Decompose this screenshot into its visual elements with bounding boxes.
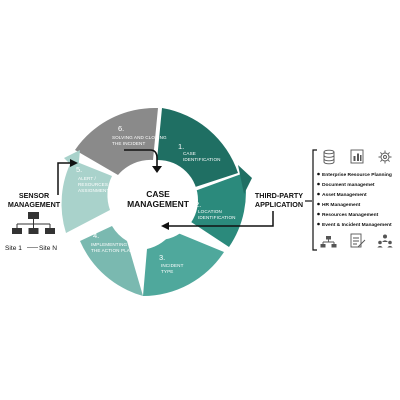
segment-6-label-line1: SOLVING AND CLOSING (112, 135, 167, 140)
sensor-title-line2: MANAGEMENT (8, 200, 61, 209)
center-arrow-head (152, 166, 162, 173)
segment-2-label-line1: LOCATION (198, 209, 222, 214)
segment-1-number: 1. (178, 142, 184, 151)
list-item-hr-management: HR Management (322, 202, 361, 208)
segment-1-label-line1: CASE (183, 151, 196, 156)
network-hierarchy-icon (12, 212, 55, 234)
segment-5-number: 5. (76, 165, 82, 174)
third-party-bracket (312, 149, 317, 251)
list-bullet (317, 192, 320, 196)
segment-arrow-tip-1 (238, 165, 252, 194)
cycle-segment-3 (143, 231, 224, 296)
segment-3-number: 3. (159, 253, 165, 262)
site-start-label: Site 1 (5, 245, 22, 252)
third-party-items-list: Enterprise Resource Planning Document ma… (317, 172, 392, 228)
list-bullet (317, 172, 320, 176)
gear-icon (378, 150, 392, 164)
segment-3-label-line1: INCIDENT (161, 263, 184, 268)
center-arrow (124, 149, 158, 168)
chart-report-icon (350, 149, 364, 164)
list-bullet (317, 182, 320, 186)
list-bullet (317, 212, 320, 216)
cycle-segment-4 (80, 226, 143, 296)
list-item-asset-management: Asset Management (322, 192, 367, 198)
center-circle (118, 160, 198, 240)
document-edit-icon (350, 233, 366, 248)
team-icon (377, 234, 393, 248)
cycle-segment-6 (75, 107, 158, 175)
center-title-line2: MANAGEMENT (127, 199, 190, 209)
center-title-line1: CASE (146, 189, 170, 199)
third-party-title-line2: APPLICATION (255, 200, 303, 209)
segment-5-label-line3: ASSIGNMENT (78, 188, 109, 193)
cycle-segment-5 (61, 160, 112, 233)
third-party-connector-arrow (161, 222, 169, 230)
sensor-connector-line (57, 162, 72, 195)
segment-6-number: 6. (118, 124, 124, 133)
list-item-erp: Enterprise Resource Planning (322, 172, 392, 178)
segment-4-number: 4. (93, 231, 99, 240)
segment-4-label-line2: THE ACTION PLAN (91, 248, 133, 253)
database-icon (323, 149, 335, 165)
list-bullet (317, 222, 320, 226)
hierarchy-icon (320, 236, 337, 248)
third-party-title-line1: THIRD-PARTY (255, 191, 303, 200)
list-item-event-incident-management: Event & Incident Management (322, 222, 392, 228)
sensor-connector-arrow (70, 159, 78, 167)
segment-2-label-line2: IDENTIFICATION (198, 215, 236, 220)
list-bullet (317, 202, 320, 206)
site-end-label: Site N (39, 245, 57, 252)
segment-3-label-line2: TYPE (161, 269, 173, 274)
third-party-connector-line (168, 211, 274, 227)
segment-4-label-line1: IMPLEMENTING (91, 242, 127, 247)
segment-5-label-line1: ALERT / (78, 176, 97, 181)
list-item-resources-management: Resources Management (322, 212, 379, 218)
segment-1-label-line2: IDENTIFICATION (183, 157, 221, 162)
list-item-document-management: Document managemet (322, 182, 375, 188)
segment-5-label-line2: RESOURCES (78, 182, 108, 187)
segment-6-label-line2: THE INCIDENT (112, 141, 145, 146)
segment-2-number: 2. (195, 200, 201, 209)
cycle-segment-2 (185, 173, 246, 247)
sensor-title-line1: SENSOR (19, 191, 50, 200)
